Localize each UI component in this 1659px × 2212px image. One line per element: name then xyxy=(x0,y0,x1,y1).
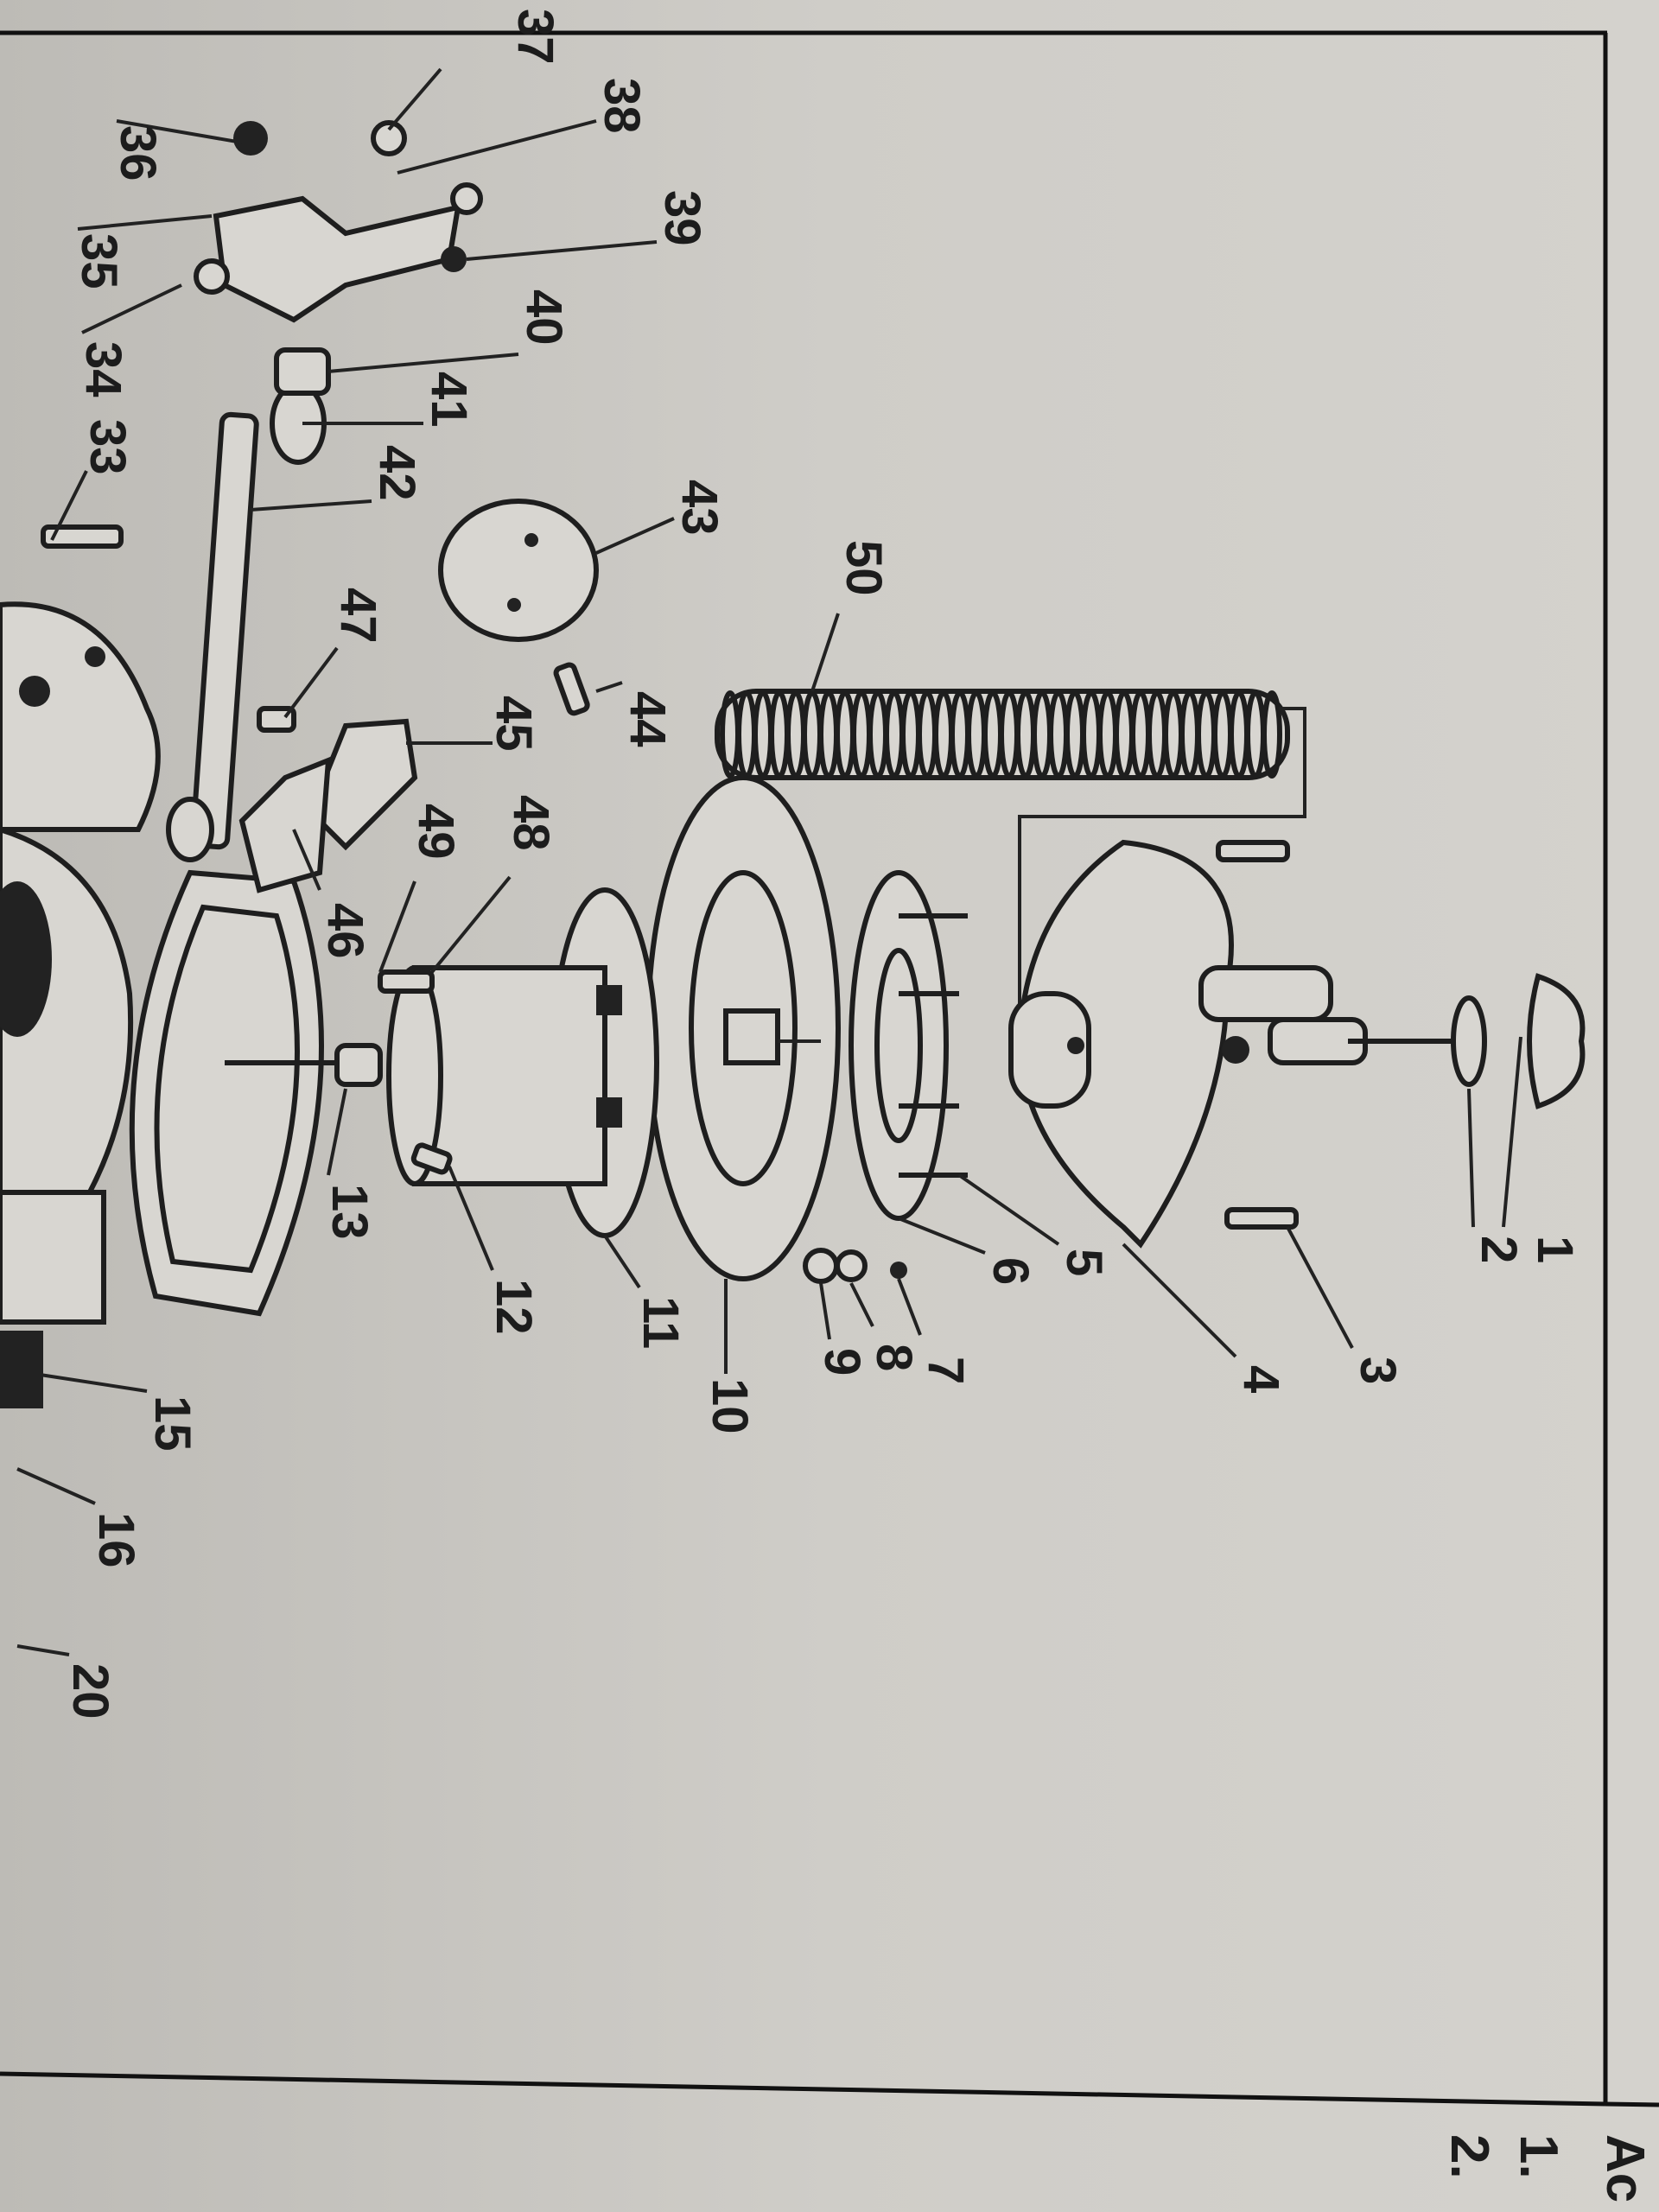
callout-labels: 1234567891011121315162033343536373839404… xyxy=(62,9,1583,1719)
callout-11: 11 xyxy=(632,1296,689,1349)
leader-lines xyxy=(16,67,1522,1656)
side-panel-heading: Ac xyxy=(1595,2134,1655,2202)
callout-13: 13 xyxy=(321,1184,378,1240)
callout-49: 49 xyxy=(408,804,464,860)
callout-4: 4 xyxy=(1233,1365,1289,1393)
callout-5: 5 xyxy=(1056,1249,1112,1276)
callout-35: 35 xyxy=(71,233,127,289)
callout-9: 9 xyxy=(814,1348,870,1376)
part-small-fasteners xyxy=(803,1248,907,1284)
part-cylinder-body xyxy=(386,887,659,1238)
callout-41: 41 xyxy=(421,372,477,428)
part-screw-12 xyxy=(410,1142,453,1175)
part-diaphragm xyxy=(645,775,841,1281)
spring-coil xyxy=(1262,690,1282,779)
callout-39: 39 xyxy=(654,190,710,246)
callout-2: 2 xyxy=(1471,1236,1527,1263)
callout-44: 44 xyxy=(620,691,676,747)
callout-10: 10 xyxy=(702,1378,758,1434)
callout-38: 38 xyxy=(594,78,650,134)
callout-42: 42 xyxy=(369,445,425,501)
part-cover-housing xyxy=(1008,839,1368,1249)
callout-46: 46 xyxy=(317,903,373,959)
part-carburetor-body xyxy=(0,601,161,1408)
callout-15: 15 xyxy=(144,1395,200,1452)
callout-50: 50 xyxy=(836,540,892,596)
callout-1: 1 xyxy=(1527,1236,1583,1263)
callout-43: 43 xyxy=(671,480,728,536)
callout-36: 36 xyxy=(110,125,166,181)
callout-7: 7 xyxy=(918,1357,974,1384)
part-cover-plate xyxy=(438,499,599,642)
side-panel-item-2: 2. xyxy=(1440,2134,1499,2179)
callout-34: 34 xyxy=(75,341,131,397)
part-linkage-lever xyxy=(194,120,483,323)
part-bushing-40 xyxy=(274,347,331,396)
callout-16: 16 xyxy=(88,1512,144,1568)
side-panel: Ac 1. 2. xyxy=(1440,2134,1655,2202)
callout-33: 33 xyxy=(79,419,136,475)
callout-8: 8 xyxy=(866,1344,922,1371)
part-screw-upper xyxy=(1216,840,1290,862)
part-adjusting-knob xyxy=(1348,973,1586,1109)
side-panel-item-1: 1. xyxy=(1509,2134,1568,2179)
part-screw-33 xyxy=(41,524,124,549)
callout-3: 3 xyxy=(1350,1357,1406,1384)
part-screw-48 xyxy=(378,969,435,994)
callout-20: 20 xyxy=(62,1663,118,1719)
callout-47: 47 xyxy=(330,588,386,644)
part-screw-44 xyxy=(553,662,590,716)
callout-12: 12 xyxy=(486,1279,542,1335)
callout-45: 45 xyxy=(486,696,542,752)
page-frame xyxy=(0,30,1659,2107)
callout-37: 37 xyxy=(507,9,563,65)
part-screw-lower xyxy=(1224,1207,1299,1230)
callout-6: 6 xyxy=(982,1257,1039,1285)
callout-40: 40 xyxy=(516,289,572,346)
part-base-plate xyxy=(129,869,383,1317)
callout-48: 48 xyxy=(503,795,559,851)
